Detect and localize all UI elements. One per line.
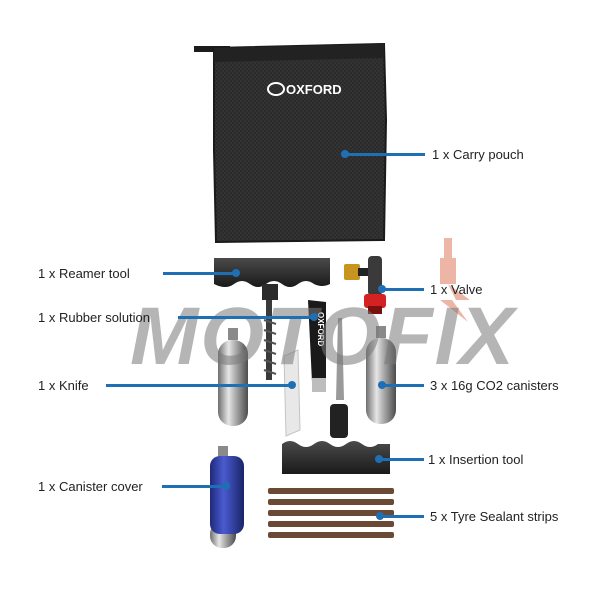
callout-dot — [222, 482, 230, 490]
canister-cover — [210, 456, 244, 534]
label-sealant-strips: 5 x Tyre Sealant strips — [430, 509, 559, 524]
callout-line — [106, 384, 292, 387]
label-canister-cover: 1 x Canister cover — [38, 479, 143, 494]
callout-dot — [232, 269, 240, 277]
label-insertion-tool: 1 x Insertion tool — [428, 452, 524, 467]
insertion-needle — [330, 318, 348, 438]
callout-dot — [288, 381, 296, 389]
label-rubber-solution: 1 x Rubber solution — [38, 310, 151, 325]
callout-line — [379, 458, 424, 461]
label-reamer-tool: 1 x Reamer tool — [38, 266, 130, 281]
callout-line — [380, 515, 424, 518]
knife — [283, 349, 301, 437]
label-knife: 1 x Knife — [38, 378, 89, 393]
callout-line — [178, 316, 314, 319]
label-co2-canisters: 3 x 16g CO2 canisters — [430, 378, 559, 393]
callout-line — [382, 288, 424, 291]
oxford-logo-text: OXFORD — [286, 82, 342, 97]
label-carry-pouch: 1 x Carry pouch — [432, 147, 524, 162]
carry-pouch — [194, 42, 388, 244]
label-valve: 1 x Valve — [430, 282, 483, 297]
callout-line — [163, 272, 236, 275]
callout-line — [345, 153, 425, 156]
insertion-tool — [282, 441, 390, 474]
rubber-solution-logo-text: OXFORD — [316, 312, 325, 346]
spark-plug-emblem — [440, 238, 470, 322]
co2-canister-left — [218, 328, 248, 426]
oxford-logo: OXFORD — [267, 82, 342, 97]
callout-dot — [310, 313, 318, 321]
callout-line — [382, 384, 424, 387]
sealant-strips — [268, 488, 394, 538]
reamer-tool — [214, 258, 330, 380]
callout-line — [162, 485, 226, 488]
watermark-text: MOTOFIX — [130, 291, 517, 382]
